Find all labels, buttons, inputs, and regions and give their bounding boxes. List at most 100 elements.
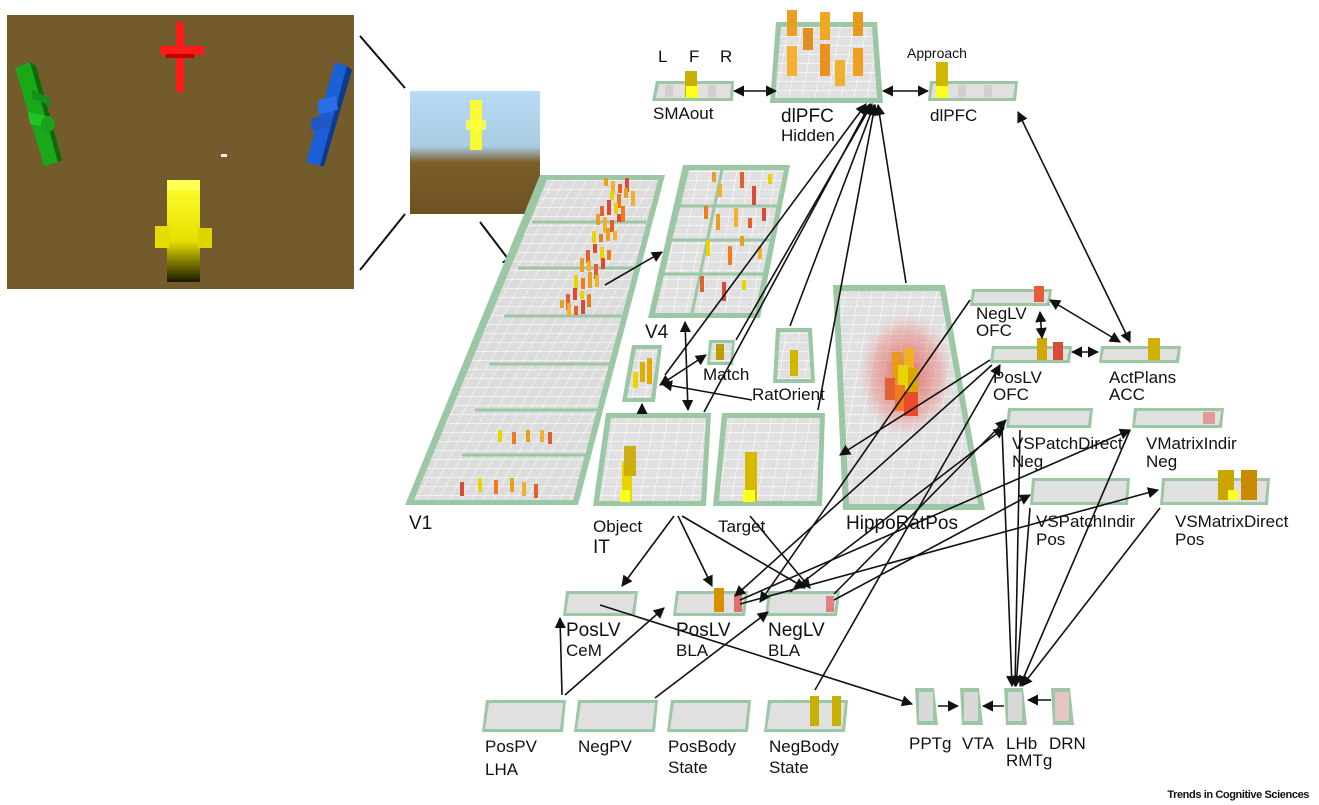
activity-bar <box>580 291 584 299</box>
layer-dlpfc <box>928 62 1018 101</box>
layer-target <box>713 413 825 506</box>
label-vmatrixindir-2: Neg <box>1146 452 1178 471</box>
layer-pospv <box>482 700 566 732</box>
activity-bar <box>478 478 482 492</box>
layer-poslv-ofc <box>990 338 1072 363</box>
activity-bar <box>560 300 564 308</box>
activity-bar <box>610 220 614 232</box>
activity-bar <box>722 282 726 301</box>
activity-bar <box>460 482 464 496</box>
activity-bar <box>758 246 762 259</box>
activity-bar <box>573 288 577 300</box>
activity-bar <box>740 236 744 246</box>
layer-drn <box>1051 688 1074 725</box>
label-poslv-ofc-1: PosLV <box>993 368 1042 387</box>
label-poslv-bla-1: PosLV <box>676 620 731 641</box>
activity-bar <box>599 234 603 242</box>
label-posbody-1: PosBody <box>668 737 737 756</box>
layer-dlpfc-hidden <box>770 10 883 103</box>
label-target: Target <box>718 517 766 536</box>
activity-bar <box>600 206 604 216</box>
label-v1: V1 <box>409 513 433 534</box>
label-dlpfc-hidden-2: Hidden <box>781 126 835 145</box>
layer-neglv-ofc <box>970 286 1052 306</box>
activity-bar <box>748 218 752 228</box>
activity-bar <box>621 206 625 222</box>
label-vspatchindir-2: Pos <box>1036 530 1066 549</box>
label-neglv-ofc-1: NegLV <box>976 304 1027 323</box>
label-r: R <box>720 47 733 66</box>
label-vta: VTA <box>962 734 994 753</box>
activity-bar <box>613 231 617 240</box>
activity-bar <box>595 275 599 287</box>
activity-bar <box>706 240 710 256</box>
label-l: L <box>658 47 668 66</box>
activity-bar <box>625 178 629 192</box>
layer-v1 <box>405 175 665 505</box>
activity-bar <box>618 184 622 193</box>
activity-bar <box>700 276 704 292</box>
activity-bar <box>716 214 720 230</box>
arena-view <box>7 15 354 289</box>
label-dlpfc: dlPFC <box>930 106 978 125</box>
layer-vmatrixindir <box>1132 408 1224 428</box>
green-object-icon <box>15 62 62 166</box>
layer-ratorient <box>773 328 815 383</box>
activity-bar <box>594 264 598 279</box>
activity-bar <box>581 300 585 314</box>
label-vspatchdirect-1: VSPatchDirect <box>1012 434 1123 453</box>
label-drn: DRN <box>1049 734 1086 753</box>
label-actplans-2: ACC <box>1109 385 1145 404</box>
activity-bar <box>580 258 584 272</box>
label-vmatrixindir-1: VMatrixIndir <box>1146 434 1237 453</box>
red-cross-icon <box>160 22 204 92</box>
activity-bar <box>600 247 604 261</box>
layer-vspatchdirect <box>1006 408 1093 428</box>
layer-actplans <box>1099 338 1181 363</box>
label-neglv-bla-2: BLA <box>768 641 801 660</box>
label-negbody-2: State <box>769 758 809 777</box>
layer-hippo <box>833 285 985 510</box>
activity-bar <box>734 208 738 227</box>
activity-bar <box>752 186 756 205</box>
layer-pptg <box>915 688 938 725</box>
activity-bar <box>601 258 605 269</box>
layer-v4 <box>648 165 790 318</box>
label-poslv-ofc-2: OFC <box>993 385 1029 404</box>
label-approach: Approach <box>907 45 967 61</box>
layer-vsmatrixdirect <box>1160 470 1270 505</box>
label-neglv-bla-1: NegLV <box>768 620 825 641</box>
label-dlpfc-hidden-1: dlPFC <box>781 106 834 127</box>
activity-bar <box>566 294 570 310</box>
activity-bar <box>610 191 614 200</box>
activity-bar <box>740 172 744 188</box>
activity-bar <box>704 206 708 219</box>
activity-bar <box>606 228 610 241</box>
zoom-line-bottom <box>359 213 406 271</box>
activity-bar <box>540 430 544 442</box>
layer-vta <box>960 688 983 725</box>
activity-bar <box>742 280 746 290</box>
label-hippo: HippoRatPos <box>846 513 958 534</box>
activity-bar <box>728 246 732 265</box>
layer-neglv-bla <box>765 591 840 616</box>
label-posbody-2: State <box>668 758 708 777</box>
activity-bar <box>611 181 615 194</box>
label-object: Object <box>593 517 643 536</box>
label-poslv-bla-2: BLA <box>676 641 709 660</box>
label-v4: V4 <box>645 322 669 343</box>
label-smaout: SMAout <box>653 104 714 123</box>
activity-bar <box>534 484 538 498</box>
layer-vspatchindir <box>1030 478 1130 505</box>
activity-bar <box>587 294 591 307</box>
activity-bar <box>607 250 611 260</box>
label-vsmatrixdirect-1: VSMatrixDirect <box>1175 512 1289 531</box>
label-vspatchdirect-2: Neg <box>1012 452 1044 471</box>
label-f: F <box>689 47 700 66</box>
journal-credit: Trends in Cognitive Sciences <box>1167 789 1309 801</box>
activity-bar <box>712 172 716 182</box>
activity-bar <box>526 430 530 442</box>
distant-object-icon <box>221 154 227 157</box>
activity-bar <box>581 278 585 289</box>
